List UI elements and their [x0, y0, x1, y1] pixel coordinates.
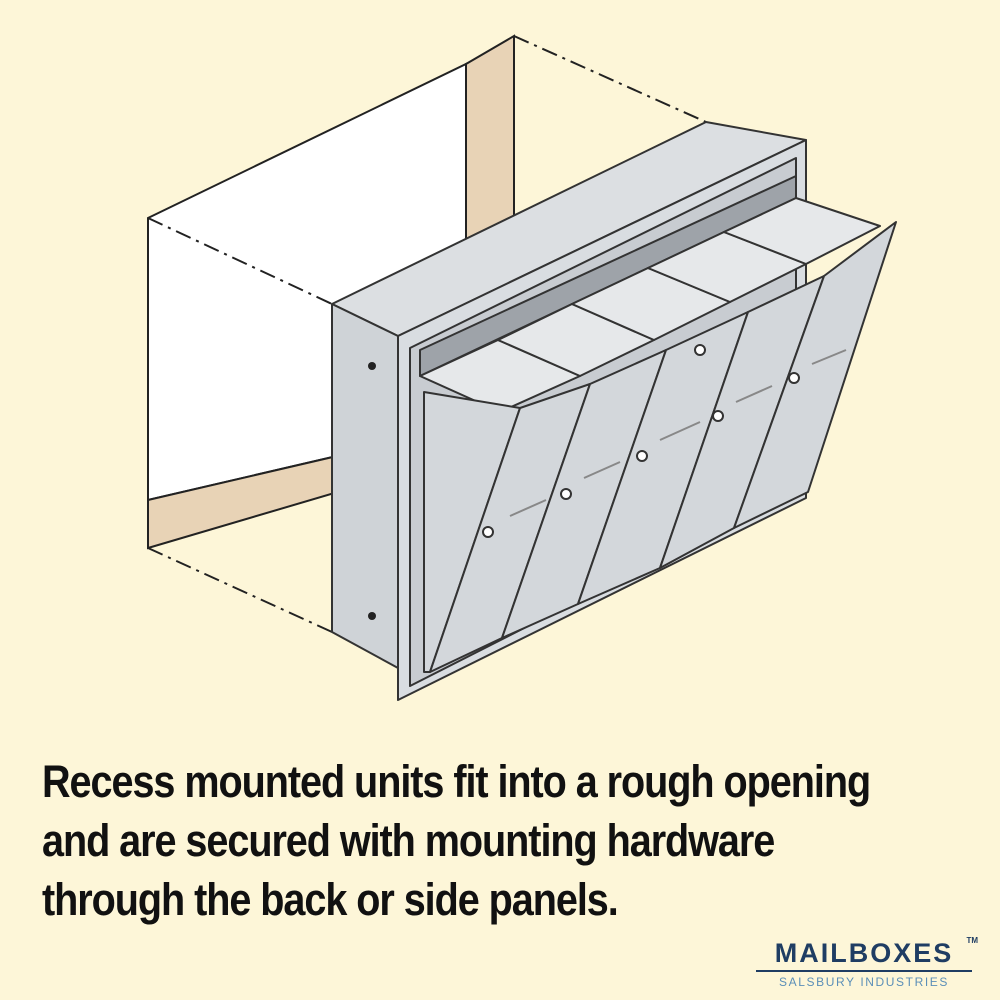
trademark-mark: TM — [966, 936, 978, 945]
brand-name: MAILBOXES — [774, 938, 954, 968]
compartment-pockets — [419, 197, 881, 413]
logo-divider — [756, 970, 972, 972]
recessed-mailbox-illustration — [147, 34, 897, 701]
caption-line: and are secured with mounting hardware — [42, 815, 775, 866]
projection-lines — [147, 35, 707, 633]
caption-text: Recess mounted units fit into a rough op… — [42, 752, 871, 929]
brand-tagline: SALSBURY INDUSTRIES — [779, 975, 949, 989]
caption-line: Recess mounted units fit into a rough op… — [42, 756, 871, 807]
brand-logo: MAILBOXES TM SALSBURY INDUSTRIES — [756, 936, 978, 989]
mailbox-door — [423, 383, 591, 673]
mailbox-doors — [423, 221, 897, 673]
mailbox-door — [733, 221, 897, 529]
caption-line: through the back or side panels. — [42, 874, 619, 925]
